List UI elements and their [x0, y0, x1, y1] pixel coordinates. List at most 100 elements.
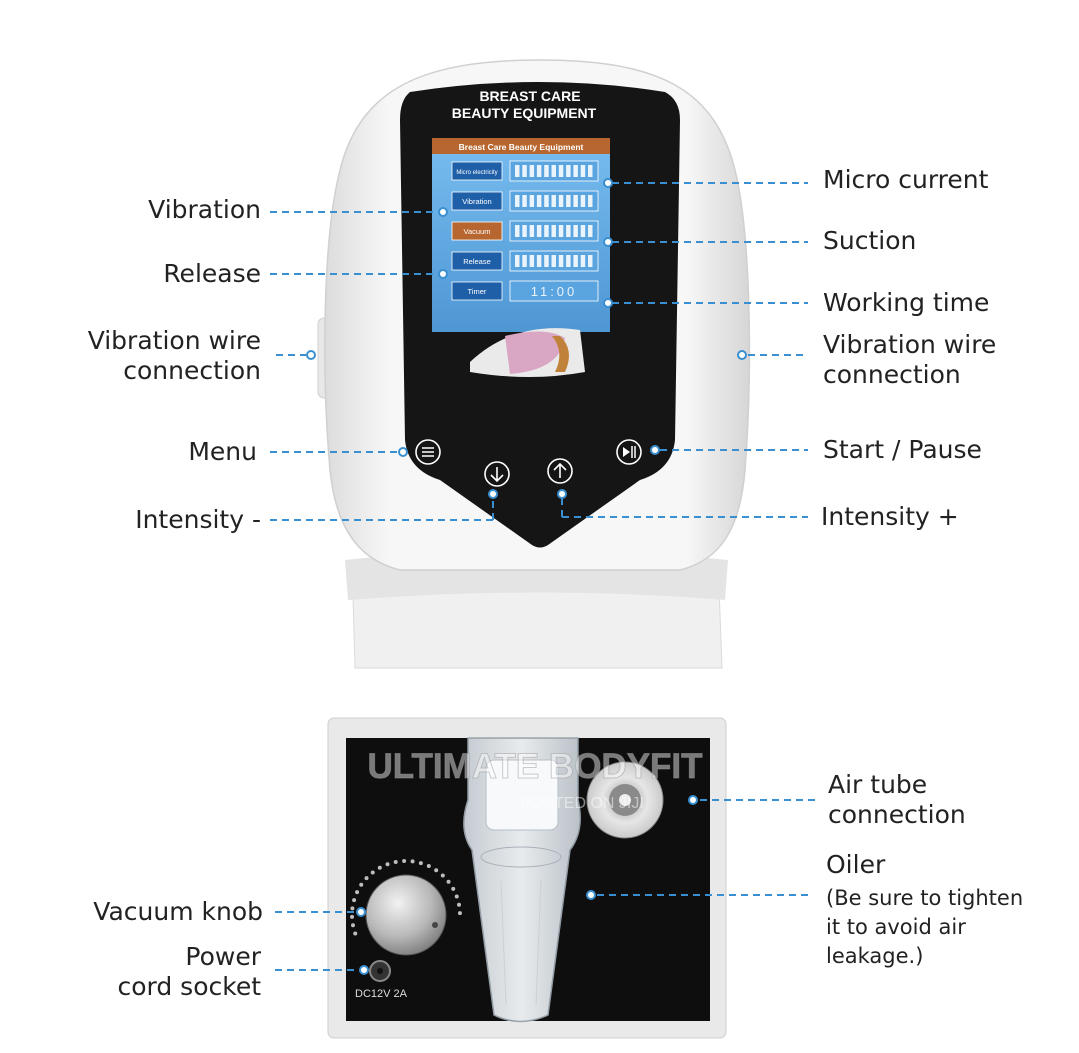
- lcd-level-bar: [522, 195, 527, 207]
- knob-scale-dot: [353, 931, 358, 936]
- knob-scale-dot: [352, 898, 357, 903]
- knob-scale-dot: [457, 902, 462, 907]
- lcd-level-bar: [544, 255, 549, 267]
- lcd-level-bar: [566, 225, 571, 237]
- knob-scale: [350, 859, 462, 936]
- watermark-line2: POSTED ON JIJI: [520, 795, 644, 812]
- lcd-row-readout: [509, 280, 599, 302]
- lcd-level-bar: [529, 195, 535, 207]
- label-power-socket: Power cord socket: [117, 942, 261, 1001]
- knob-scale-dot: [434, 868, 439, 873]
- lcd-level-bar: [580, 225, 586, 237]
- lcd-level-bar: [536, 255, 542, 267]
- label-micro-current: Micro current: [823, 165, 989, 194]
- lcd-level-bar: [529, 225, 535, 237]
- brand-line1: BREAST CARE: [479, 88, 580, 104]
- knob-scale-dot: [370, 870, 375, 875]
- label-intensity-plus: Intensity +: [821, 502, 959, 531]
- knob-scale-dot: [355, 890, 360, 895]
- menu-button-icon: [415, 439, 441, 465]
- knob-scale-dot: [350, 923, 355, 928]
- lcd-level-bar: [515, 195, 520, 207]
- knob-scale-dot: [440, 873, 445, 878]
- lcd-level-bar: [566, 255, 571, 267]
- knob-scale-dot: [426, 864, 431, 869]
- lcd-level-bar: [588, 165, 593, 177]
- knob-scale-dot: [377, 865, 382, 870]
- knob-scale-dot: [410, 859, 415, 864]
- lcd-level-bar: [588, 225, 593, 237]
- lcd-row-label: Vibration: [462, 197, 491, 206]
- lcd-level-bar: [529, 165, 535, 177]
- lcd-level-bar: [529, 255, 535, 267]
- knob-scale-dot: [418, 861, 423, 866]
- label-vibration: Vibration: [148, 195, 261, 224]
- label-start-pause: Start / Pause: [823, 435, 982, 464]
- lcd-level-bar: [522, 255, 527, 267]
- lcd-row-label-box: [451, 281, 503, 301]
- lcd-row-label-box: [451, 161, 503, 181]
- lcd-level-bar: [566, 165, 571, 177]
- knob-scale-dot: [402, 859, 407, 864]
- lcd-level-bar: [544, 225, 549, 237]
- lcd-level-bar: [551, 255, 556, 267]
- label-working-time: Working time: [823, 288, 990, 317]
- lcd-level-bar: [573, 195, 578, 207]
- lcd-level-bar: [522, 165, 527, 177]
- lcd-row-label-box: [451, 251, 503, 271]
- knob-scale-dot: [350, 906, 355, 911]
- watermark-line1: ULTIMATE BODYFIT: [367, 747, 702, 786]
- lcd-timer-value: 11:00: [531, 284, 578, 299]
- label-oiler-note: (Be sure to tighten it to avoid air leak…: [826, 886, 1024, 968]
- label-oiler: Oiler: [826, 850, 886, 879]
- lcd-level-bar: [566, 195, 571, 207]
- lcd-level-bar: [558, 255, 564, 267]
- lcd-level-bar: [551, 225, 556, 237]
- knob-scale-dot: [350, 914, 355, 919]
- lcd-row-label-box: [451, 221, 503, 241]
- lcd-level-bar: [551, 165, 556, 177]
- knob-scale-dot: [364, 876, 369, 881]
- brand-line2: BEAUTY EQUIPMENT: [452, 105, 597, 121]
- lcd-level-bar: [573, 255, 578, 267]
- play-pause-icon: [616, 439, 642, 465]
- lcd-row-label: Vacuum: [464, 227, 491, 236]
- lcd-level-bar: [573, 225, 578, 237]
- lcd-level-bar: [551, 195, 556, 207]
- lcd-title: Breast Care Beauty Equipment: [459, 142, 584, 152]
- knob-scale-dot: [446, 879, 451, 884]
- lcd-level-bar: [588, 195, 593, 207]
- knob-scale-dot: [457, 911, 462, 916]
- leader-lines: [270, 182, 818, 971]
- label-intensity-minus: Intensity -: [135, 505, 261, 534]
- lcd-level-bar: [522, 225, 527, 237]
- label-vacuum-knob: Vacuum knob: [93, 897, 263, 926]
- knob-scale-dot: [454, 894, 459, 899]
- intensity-up-icon: [547, 458, 573, 484]
- lcd-level-bar: [580, 195, 586, 207]
- back-panel-label: DC12V 2A: [355, 988, 408, 1000]
- lcd-level-bar: [558, 195, 564, 207]
- knob-scale-dot: [359, 882, 364, 887]
- lcd-level-bar: [536, 195, 542, 207]
- label-vibration-wire-left: Vibration wire connection: [87, 326, 261, 385]
- leader-dots: [306, 178, 747, 975]
- lcd-level-bar: [580, 255, 586, 267]
- lcd-level-bar: [515, 165, 520, 177]
- lcd-level-bar: [588, 255, 593, 267]
- lcd-level-bar: [536, 165, 542, 177]
- lcd-row-label: Timer: [468, 287, 487, 296]
- lcd-level-bar: [544, 165, 549, 177]
- intensity-down-icon: [484, 461, 510, 487]
- lcd-level-bar: [544, 195, 549, 207]
- lcd-level-bar: [573, 165, 578, 177]
- knob-scale-dot: [393, 859, 398, 864]
- lcd-level-bar: [515, 225, 520, 237]
- lcd-rows: Micro electricityVibrationVacuumReleaseT…: [451, 160, 599, 302]
- lcd-level-bar: [558, 225, 564, 237]
- lcd-row-label-box: [451, 191, 503, 211]
- lcd-level-bar: [536, 225, 542, 237]
- lcd-level-bar: [580, 165, 586, 177]
